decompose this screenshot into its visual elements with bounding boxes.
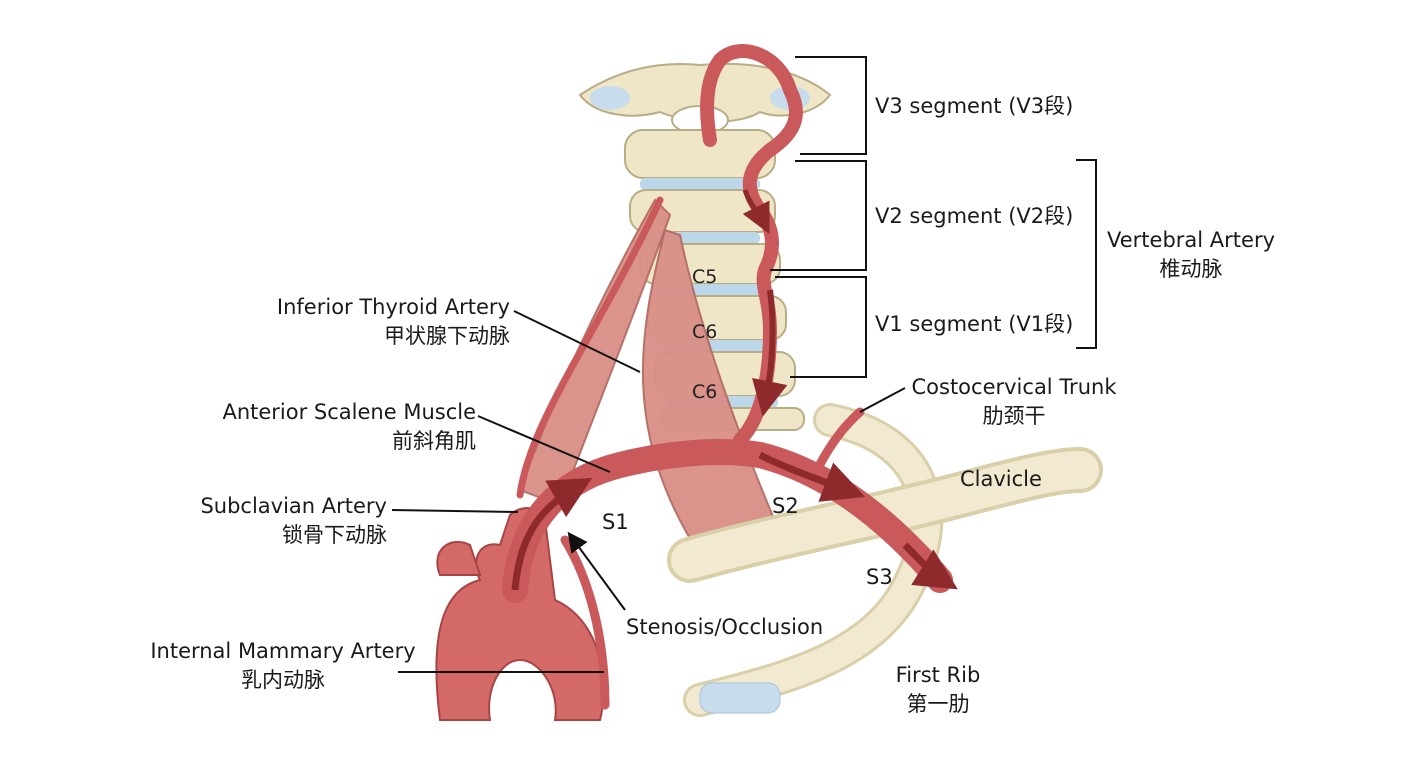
disc-1 [640, 178, 760, 190]
label-s3: S3 [866, 565, 893, 589]
vertebral-flow [752, 289, 788, 417]
leader-anterior-scalene [477, 415, 611, 473]
label-v3-segment: V3 segment (V3段) [875, 94, 1074, 118]
atlas-foramen-left [590, 86, 630, 110]
leader-stenosis [567, 531, 626, 611]
costocervical-vessel [813, 407, 865, 473]
label-subclavian-en: Subclavian Artery [200, 494, 387, 518]
label-stenosis-occlusion: Stenosis/Occlusion [626, 615, 824, 639]
label-anterior-scalene-en: Anterior Scalene Muscle [222, 400, 476, 424]
vertebral-flow-upper [742, 189, 770, 234]
label-vertebral-zh: 椎动脉 [1159, 257, 1223, 281]
leader-subclavian [391, 509, 519, 513]
inferior-thyroid-vessel [516, 196, 664, 499]
label-costocervical-zh: 肋颈干 [982, 404, 1046, 428]
label-subclavian-zh: 锁骨下动脉 [282, 523, 387, 547]
leader-costocervical [859, 387, 906, 413]
label-v2-segment: V2 segment (V2段) [875, 204, 1074, 228]
label-internal-mammary-zh: 乳内动脉 [241, 668, 325, 692]
label-vertebral-artery: Vertebral Artery 椎动脉 [1098, 226, 1284, 284]
internal-mammary-vessel [560, 535, 610, 710]
label-anterior-scalene-muscle: Anterior Scalene Muscle 前斜角肌 [150, 398, 476, 456]
label-costocervical-trunk: Costocervical Trunk 肋颈干 [898, 373, 1130, 431]
label-internal-mammary-artery: Internal Mammary Artery 乳内动脉 [130, 637, 436, 695]
label-vertebral-en: Vertebral Artery [1107, 228, 1275, 252]
label-c5: C5 [692, 266, 718, 288]
label-first-rib-en: First Rib [895, 663, 981, 687]
label-s2: S2 [772, 494, 799, 518]
label-clavicle: Clavicle [960, 467, 1042, 491]
first-rib-cartilage [699, 682, 781, 714]
subclavian-flow-3 [902, 542, 958, 590]
bracket-v1 [775, 276, 867, 378]
label-subclavian-artery: Subclavian Artery 锁骨下动脉 [150, 492, 387, 550]
subclavian-flow-1 [511, 478, 593, 591]
label-c6-lower: C6 [692, 381, 718, 403]
leader-inferior-thyroid [513, 310, 641, 373]
label-c6-upper: C6 [692, 321, 718, 343]
label-anterior-scalene-zh: 前斜角肌 [392, 429, 476, 453]
bracket-v3 [795, 56, 867, 155]
bracket-vertebral [1076, 159, 1097, 349]
label-inferior-thyroid-en: Inferior Thyroid Artery [276, 295, 510, 319]
label-inferior-thyroid-artery: Inferior Thyroid Artery 甲状腺下动脉 [190, 293, 510, 351]
label-first-rib: First Rib 第一肋 [880, 661, 996, 719]
label-v1-segment: V1 segment (V1段) [875, 312, 1074, 336]
label-costocervical-en: Costocervical Trunk [911, 375, 1117, 399]
clavicle-bone-fill [671, 451, 1099, 579]
label-s1: S1 [602, 510, 629, 534]
bracket-v2 [770, 160, 867, 271]
label-inferior-thyroid-zh: 甲状腺下动脉 [384, 324, 510, 348]
aortic-arch [435, 507, 605, 721]
aortic-branch-top [436, 540, 482, 576]
subclavian-flow-2 [758, 451, 866, 502]
first-rib-fill [686, 406, 941, 714]
label-first-rib-zh: 第一肋 [906, 692, 970, 716]
label-internal-mammary-en: Internal Mammary Artery [150, 639, 416, 663]
